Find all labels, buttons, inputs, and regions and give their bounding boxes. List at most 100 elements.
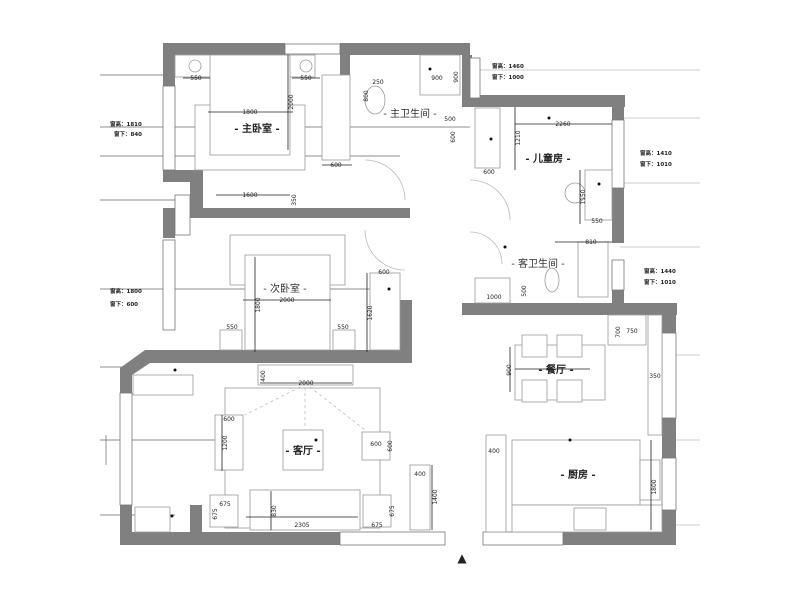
dimension-label: 1210: [515, 130, 522, 145]
second-bed: [244, 254, 331, 351]
room-guest-bath: - 客卫生间 -: [511, 257, 565, 270]
guest-basin: [474, 277, 511, 304]
room-second-bedroom: - 次卧室 -: [263, 282, 307, 295]
dimension-label: 600: [223, 416, 235, 423]
room-kitchen: - 厨房 -: [560, 468, 595, 481]
window-sill-label: 窗下：1000: [492, 73, 524, 81]
dimension-label: 600: [450, 131, 457, 143]
nightstand: [219, 329, 243, 351]
dimension-label: 2000: [279, 297, 294, 304]
dimension-lines: [183, 55, 652, 530]
dimension-label: 250: [372, 79, 384, 86]
dimension-label: 400: [488, 448, 500, 455]
nightstand-lamp: [188, 59, 202, 73]
armchair: [214, 414, 244, 471]
room-master-bedroom: - 主卧室 -: [234, 122, 279, 135]
dimension-label: 2000: [298, 380, 313, 387]
dimension-label: 600: [483, 169, 495, 176]
dimension-label: 1800: [255, 297, 262, 312]
dimension-label: 1150: [580, 189, 587, 204]
toilet: [364, 85, 386, 115]
room-dining: - 餐厅 -: [538, 363, 573, 376]
tv-cabinet: [257, 364, 354, 386]
window-sill-label: 窗下：1010: [644, 278, 676, 286]
dimension-label: 550: [226, 324, 238, 331]
master-wardrobe: [321, 74, 351, 161]
end-table: [362, 494, 392, 528]
room-labels: - 主卧室 - - 主卫生间 - - 儿童房 - - 客卫生间 - - 次卧室 …: [234, 107, 595, 481]
dimension-label: 675: [371, 522, 383, 529]
dimension-label: 550: [591, 218, 603, 225]
window-sill-label: 窗下：600: [110, 300, 138, 308]
dimension-label: 350: [649, 373, 661, 380]
dimension-labels: 550 550 1800 2000 600 250 800 900 900 50…: [190, 71, 661, 529]
dimension-label: 2260: [555, 121, 570, 128]
dimension-label: 550: [300, 75, 312, 82]
second-wardrobe: [369, 272, 401, 351]
dimension-label: 800: [363, 90, 370, 102]
dimension-label: 600: [378, 269, 390, 276]
furniture: [132, 54, 663, 533]
fridge: [607, 314, 647, 346]
room-master-bath: - 主卫生间 -: [383, 107, 437, 120]
dimension-label: 750: [626, 328, 638, 335]
dimension-label: 1400: [432, 489, 439, 504]
end-table: [209, 494, 239, 528]
nightstand: [332, 329, 356, 351]
dimension-label: 600: [387, 440, 394, 452]
dimension-label: 900: [506, 364, 513, 376]
window-height-label: 窗高：1410: [640, 149, 672, 157]
walls: [120, 43, 677, 545]
kids-wardrobe: [474, 107, 501, 169]
dining-cabinet: [647, 314, 663, 436]
dimension-label: 400: [260, 370, 267, 382]
side-table: [361, 431, 391, 461]
dimension-label: 1600: [242, 192, 257, 199]
balcony-sink: [134, 506, 171, 533]
master-bed: [209, 54, 291, 156]
index-dots: [170, 67, 601, 518]
dimension-label: 550: [190, 75, 202, 82]
dimension-label: 500: [521, 285, 528, 297]
dimension-label: 900: [431, 75, 443, 82]
dimension-label: 1620: [367, 305, 374, 320]
dimension-label: 700: [615, 326, 622, 338]
shower: [419, 54, 461, 96]
window-height-label: 窗高：1800: [110, 287, 142, 295]
living-cabinet: [132, 374, 194, 396]
nightstand-lamp: [299, 59, 313, 73]
dimension-label: 900: [453, 71, 460, 83]
dimension-label: 1800: [242, 109, 257, 116]
dimension-label: 810: [585, 239, 597, 246]
dimension-label: 350: [291, 194, 298, 206]
kitchen-cabinet: [485, 434, 507, 533]
guest-toilet: [544, 267, 560, 293]
dimension-label: 2000: [288, 94, 295, 109]
dimension-label: 550: [337, 324, 349, 331]
dimension-label: 1000: [486, 294, 501, 301]
kids-desk: [584, 169, 613, 221]
dining-chair: [521, 334, 548, 358]
dimension-label: 600: [330, 162, 342, 169]
coffee-table: [282, 429, 324, 471]
dimension-label: 500: [444, 116, 456, 123]
guest-shower: [577, 241, 609, 298]
window-height-label: 窗高：1440: [644, 267, 676, 275]
sofa: [249, 489, 361, 531]
dimension-label: 830: [271, 505, 278, 517]
window-sill-label: 窗下：840: [114, 130, 142, 138]
dimension-label: 2305: [294, 522, 309, 529]
window-height-label: 窗高：1810: [110, 120, 142, 128]
window-sill-label: 窗下：1010: [640, 160, 672, 168]
room-kids: - 儿童房 -: [525, 152, 570, 165]
kitchen-sink: [639, 459, 661, 501]
dining-chair: [556, 334, 583, 358]
entrance-marker-icon: ▲: [457, 551, 467, 565]
dimension-label: 600: [370, 441, 382, 448]
window-height-label: 窗高：1460: [492, 62, 524, 70]
dining-chair: [556, 379, 583, 403]
dimension-label: 1800: [651, 479, 658, 494]
windows: [119, 43, 677, 546]
room-living: - 客厅 -: [285, 444, 320, 457]
